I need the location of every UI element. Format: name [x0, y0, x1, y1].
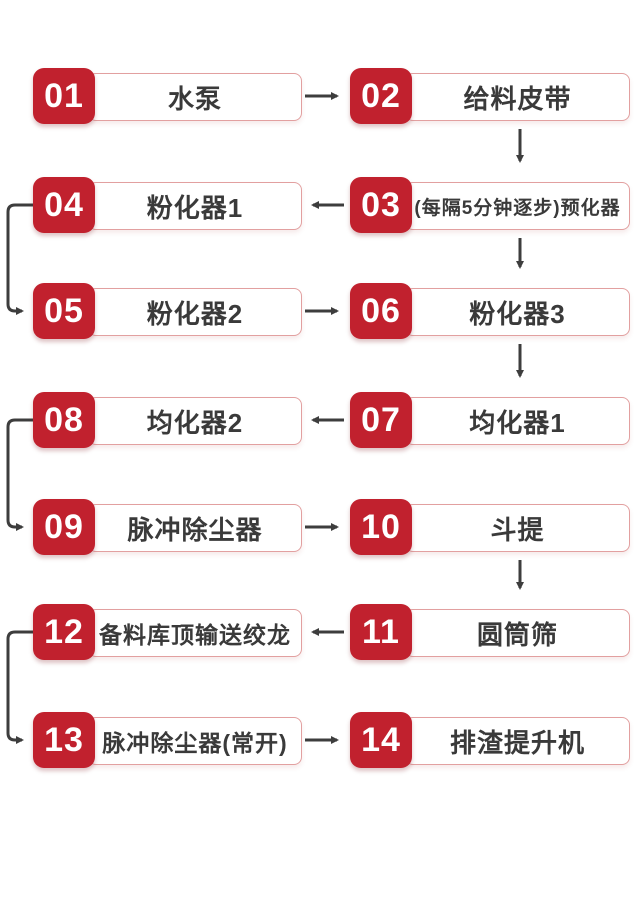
node-label-box: (每隔5分钟逐步)预化器	[405, 182, 630, 230]
node-label: 脉冲除尘器	[127, 514, 263, 545]
node-label-box: 给料皮带	[405, 73, 630, 121]
node-number-badge: 04	[33, 177, 95, 233]
node-number-badge: 14	[350, 712, 412, 768]
node-number-badge: 05	[33, 283, 95, 339]
node-label: 排渣提升机	[449, 727, 585, 758]
node-label-box: 粉化器3	[405, 288, 630, 336]
node-label-box: 均化器1	[405, 397, 630, 445]
arrow-04-to-05	[6, 203, 34, 315]
node-label: 均化器1	[469, 407, 566, 438]
node-label-box: 斗提	[405, 504, 630, 552]
node-label-box: 脉冲除尘器	[88, 504, 302, 552]
node-label-box: 粉化器2	[88, 288, 302, 336]
node-number-badge: 02	[350, 68, 412, 124]
node-number-badge: 11	[350, 604, 412, 660]
node-number-badge: 13	[33, 712, 95, 768]
node-label: (每隔5分钟逐步)预化器	[414, 197, 621, 219]
node-number-badge: 06	[350, 283, 412, 339]
node-label: 均化器2	[146, 407, 244, 438]
node-label-box: 水泵	[88, 73, 302, 121]
node-number-badge: 01	[33, 68, 95, 124]
arrow-12-to-13	[6, 630, 34, 744]
node-label-box: 备料库顶输送绞龙	[88, 609, 302, 657]
node-label: 粉化器2	[146, 298, 244, 329]
node-label: 脉冲除尘器(常开)	[102, 730, 288, 756]
node-label: 给料皮带	[463, 83, 572, 114]
node-number-badge: 07	[350, 392, 412, 448]
node-label: 备料库顶输送绞龙	[99, 622, 291, 648]
node-label-box: 圆筒筛	[405, 609, 630, 657]
node-label: 水泵	[167, 83, 222, 114]
node-label-box: 粉化器1	[88, 182, 302, 230]
node-label-box: 脉冲除尘器(常开)	[88, 717, 302, 765]
node-label: 粉化器3	[469, 298, 566, 329]
node-number-badge: 10	[350, 499, 412, 555]
node-number-badge: 09	[33, 499, 95, 555]
node-label-box: 均化器2	[88, 397, 302, 445]
node-label: 斗提	[490, 514, 545, 545]
node-label: 粉化器1	[146, 192, 244, 223]
node-number-badge: 03	[350, 177, 412, 233]
node-number-badge: 08	[33, 392, 95, 448]
node-label: 圆筒筛	[476, 619, 558, 650]
arrow-08-to-09	[6, 418, 34, 531]
node-label-box: 排渣提升机	[405, 717, 630, 765]
node-number-badge: 12	[33, 604, 95, 660]
